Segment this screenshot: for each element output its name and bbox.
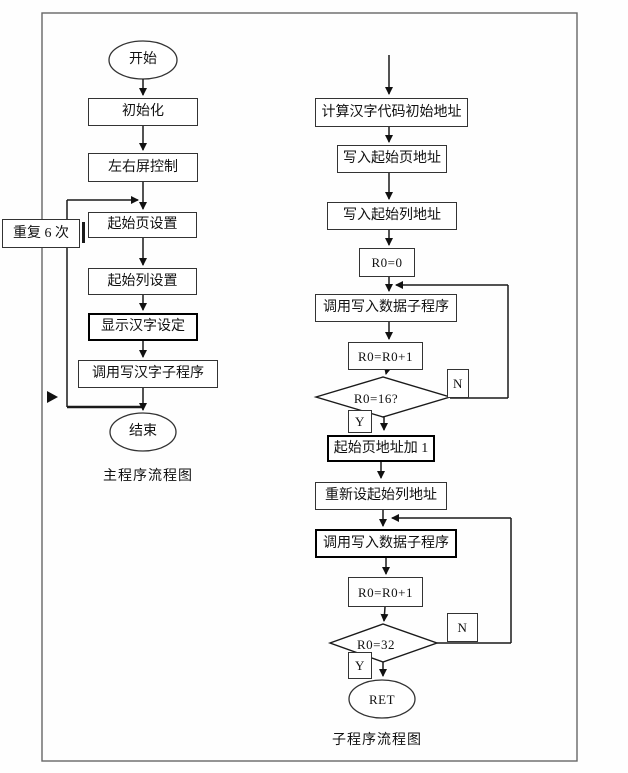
main-flowchart-caption: 主程序流程图 xyxy=(103,469,193,484)
branch-no-label-2: N xyxy=(447,613,478,642)
process-r0-increment-1: R0=R0+1 xyxy=(348,342,423,370)
process-init: 初始化 xyxy=(88,98,198,126)
branch-yes-label-1: Y xyxy=(348,410,372,433)
end-terminator-shape xyxy=(109,412,177,452)
repeat-count-label: 重复 6 次 xyxy=(2,219,80,248)
end-terminator-label: 结束 xyxy=(129,424,157,439)
repeat-box-shadow xyxy=(82,222,85,243)
border-arrow-icon xyxy=(47,391,58,403)
start-terminator-label: 开始 xyxy=(129,52,157,67)
process-reset-col-addr: 重新设起始列地址 xyxy=(315,482,447,510)
process-r0-increment-2: R0=R0+1 xyxy=(348,577,423,607)
process-r0-init: R0=0 xyxy=(359,248,415,277)
figure-border xyxy=(41,12,578,762)
sub-flowchart-caption: 子程序流程图 xyxy=(332,733,422,748)
process-start-col: 起始列设置 xyxy=(88,268,197,295)
process-write-col-addr: 写入起始列地址 xyxy=(327,202,457,230)
ret-terminator-shape xyxy=(348,679,416,719)
decision1-label: R0=16? xyxy=(353,390,399,406)
process-start-page: 起始页设置 xyxy=(88,212,197,238)
process-call-hanzi-sub: 调用写汉字子程序 xyxy=(78,360,218,388)
branch-no-label-1: N xyxy=(447,369,469,398)
process-call-write-data-1: 调用写入数据子程序 xyxy=(315,294,457,322)
process-page-addr-inc: 起始页地址加 1 xyxy=(327,435,435,462)
process-screen-control: 左右屏控制 xyxy=(88,153,198,182)
process-calc-addr: 计算汉字代码初始地址 xyxy=(315,98,468,127)
process-display-set: 显示汉字设定 xyxy=(88,313,198,341)
decision2-label: R0=32 xyxy=(356,637,395,652)
branch-yes-label-2: Y xyxy=(348,652,372,679)
process-call-write-data-2: 调用写入数据子程序 xyxy=(315,529,457,558)
ret-terminator-label: RET xyxy=(368,691,396,707)
process-write-page-addr: 写入起始页地址 xyxy=(337,145,447,173)
